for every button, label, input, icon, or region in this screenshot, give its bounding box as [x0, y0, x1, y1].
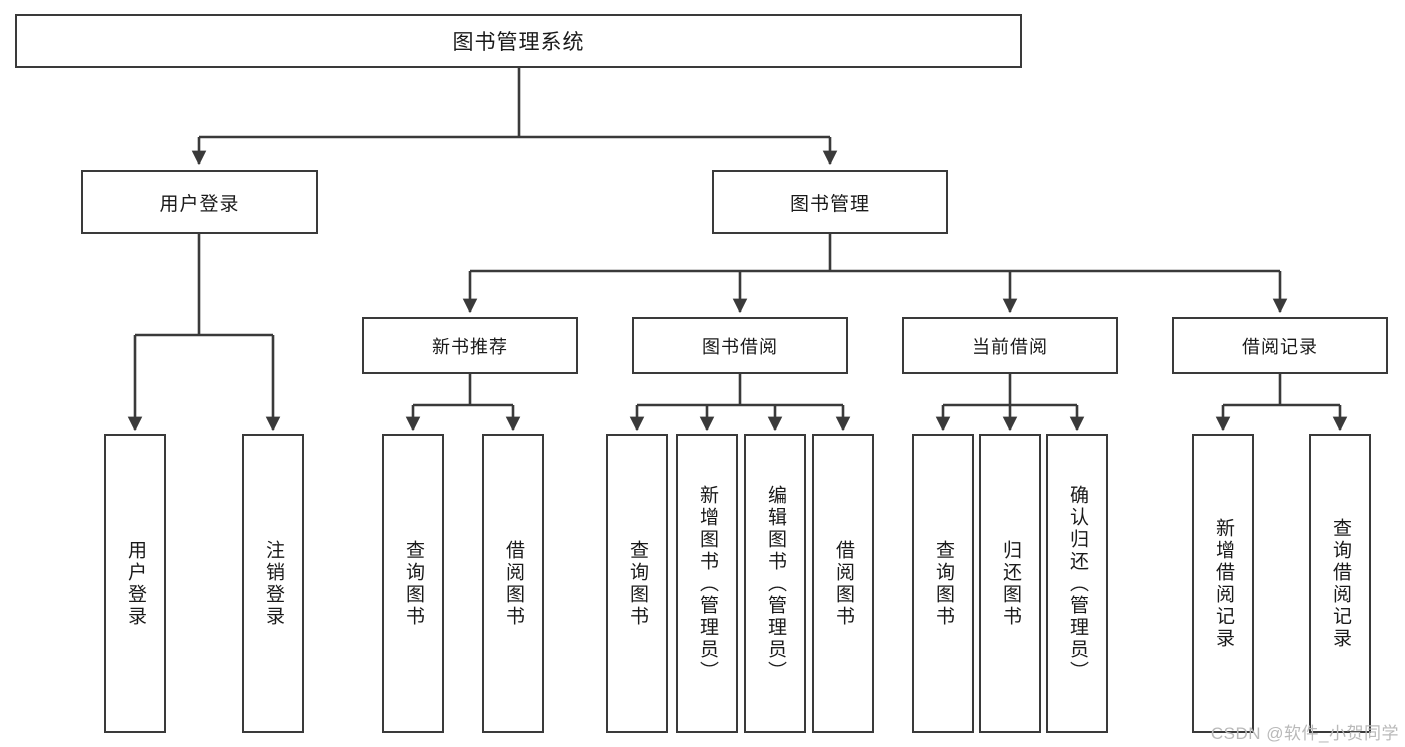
leaf-query-book-2[interactable]: 查询图书: [606, 434, 668, 733]
node-user-login-label: 用户登录: [159, 193, 240, 215]
node-user-login[interactable]: 用户登录: [81, 170, 318, 234]
leaf-logout-login[interactable]: 注销登录: [242, 434, 304, 733]
leaf-borrow-book-1-label: 借阅图书: [502, 539, 524, 628]
leaf-edit-book[interactable]: 编辑图书（管理员）: [744, 434, 806, 733]
leaf-query-book-2-label: 查询图书: [626, 539, 648, 628]
leaf-return-book[interactable]: 归还图书: [979, 434, 1041, 733]
leaf-confirm-return[interactable]: 确认归还（管理员）: [1046, 434, 1108, 733]
leaf-user-login[interactable]: 用户登录: [104, 434, 166, 733]
leaf-query-book-1-label: 查询图书: [402, 539, 424, 628]
leaf-query-book-1[interactable]: 查询图书: [382, 434, 444, 733]
leaf-query-book-3[interactable]: 查询图书: [912, 434, 974, 733]
node-root-label: 图书管理系统: [452, 31, 585, 54]
leaf-confirm-return-label: 确认归还（管理员）: [1066, 484, 1088, 683]
node-book-management[interactable]: 图书管理: [712, 170, 948, 234]
leaf-add-record[interactable]: 新增借阅记录: [1192, 434, 1254, 733]
leaf-add-record-label: 新增借阅记录: [1212, 517, 1234, 650]
leaf-return-book-label: 归还图书: [999, 539, 1021, 628]
leaf-add-book-label: 新增图书（管理员）: [696, 484, 718, 683]
node-current-borrow[interactable]: 当前借阅: [902, 317, 1118, 374]
node-book-management-label: 图书管理: [789, 193, 870, 215]
node-book-borrow[interactable]: 图书借阅: [632, 317, 848, 374]
leaf-borrow-book-1[interactable]: 借阅图书: [482, 434, 544, 733]
node-borrow-record-label: 借阅记录: [1242, 336, 1318, 357]
leaf-edit-book-label: 编辑图书（管理员）: [764, 484, 786, 683]
leaf-query-record-label: 查询借阅记录: [1329, 517, 1351, 650]
node-book-borrow-label: 图书借阅: [702, 336, 778, 357]
node-borrow-record[interactable]: 借阅记录: [1172, 317, 1388, 374]
leaf-add-book[interactable]: 新增图书（管理员）: [676, 434, 738, 733]
leaf-query-record[interactable]: 查询借阅记录: [1309, 434, 1371, 733]
csdn-watermark: CSDN @软件_小贺同学: [1210, 724, 1399, 743]
leaf-borrow-book-2[interactable]: 借阅图书: [812, 434, 874, 733]
node-current-borrow-label: 当前借阅: [972, 336, 1048, 357]
leaf-logout-login-label: 注销登录: [262, 539, 284, 628]
leaf-borrow-book-2-label: 借阅图书: [832, 539, 854, 628]
leaf-query-book-3-label: 查询图书: [932, 539, 954, 628]
node-root[interactable]: 图书管理系统: [15, 14, 1022, 68]
leaf-user-login-label: 用户登录: [124, 539, 146, 628]
node-new-book-recommend-label: 新书推荐: [432, 336, 508, 357]
node-new-book-recommend[interactable]: 新书推荐: [362, 317, 578, 374]
